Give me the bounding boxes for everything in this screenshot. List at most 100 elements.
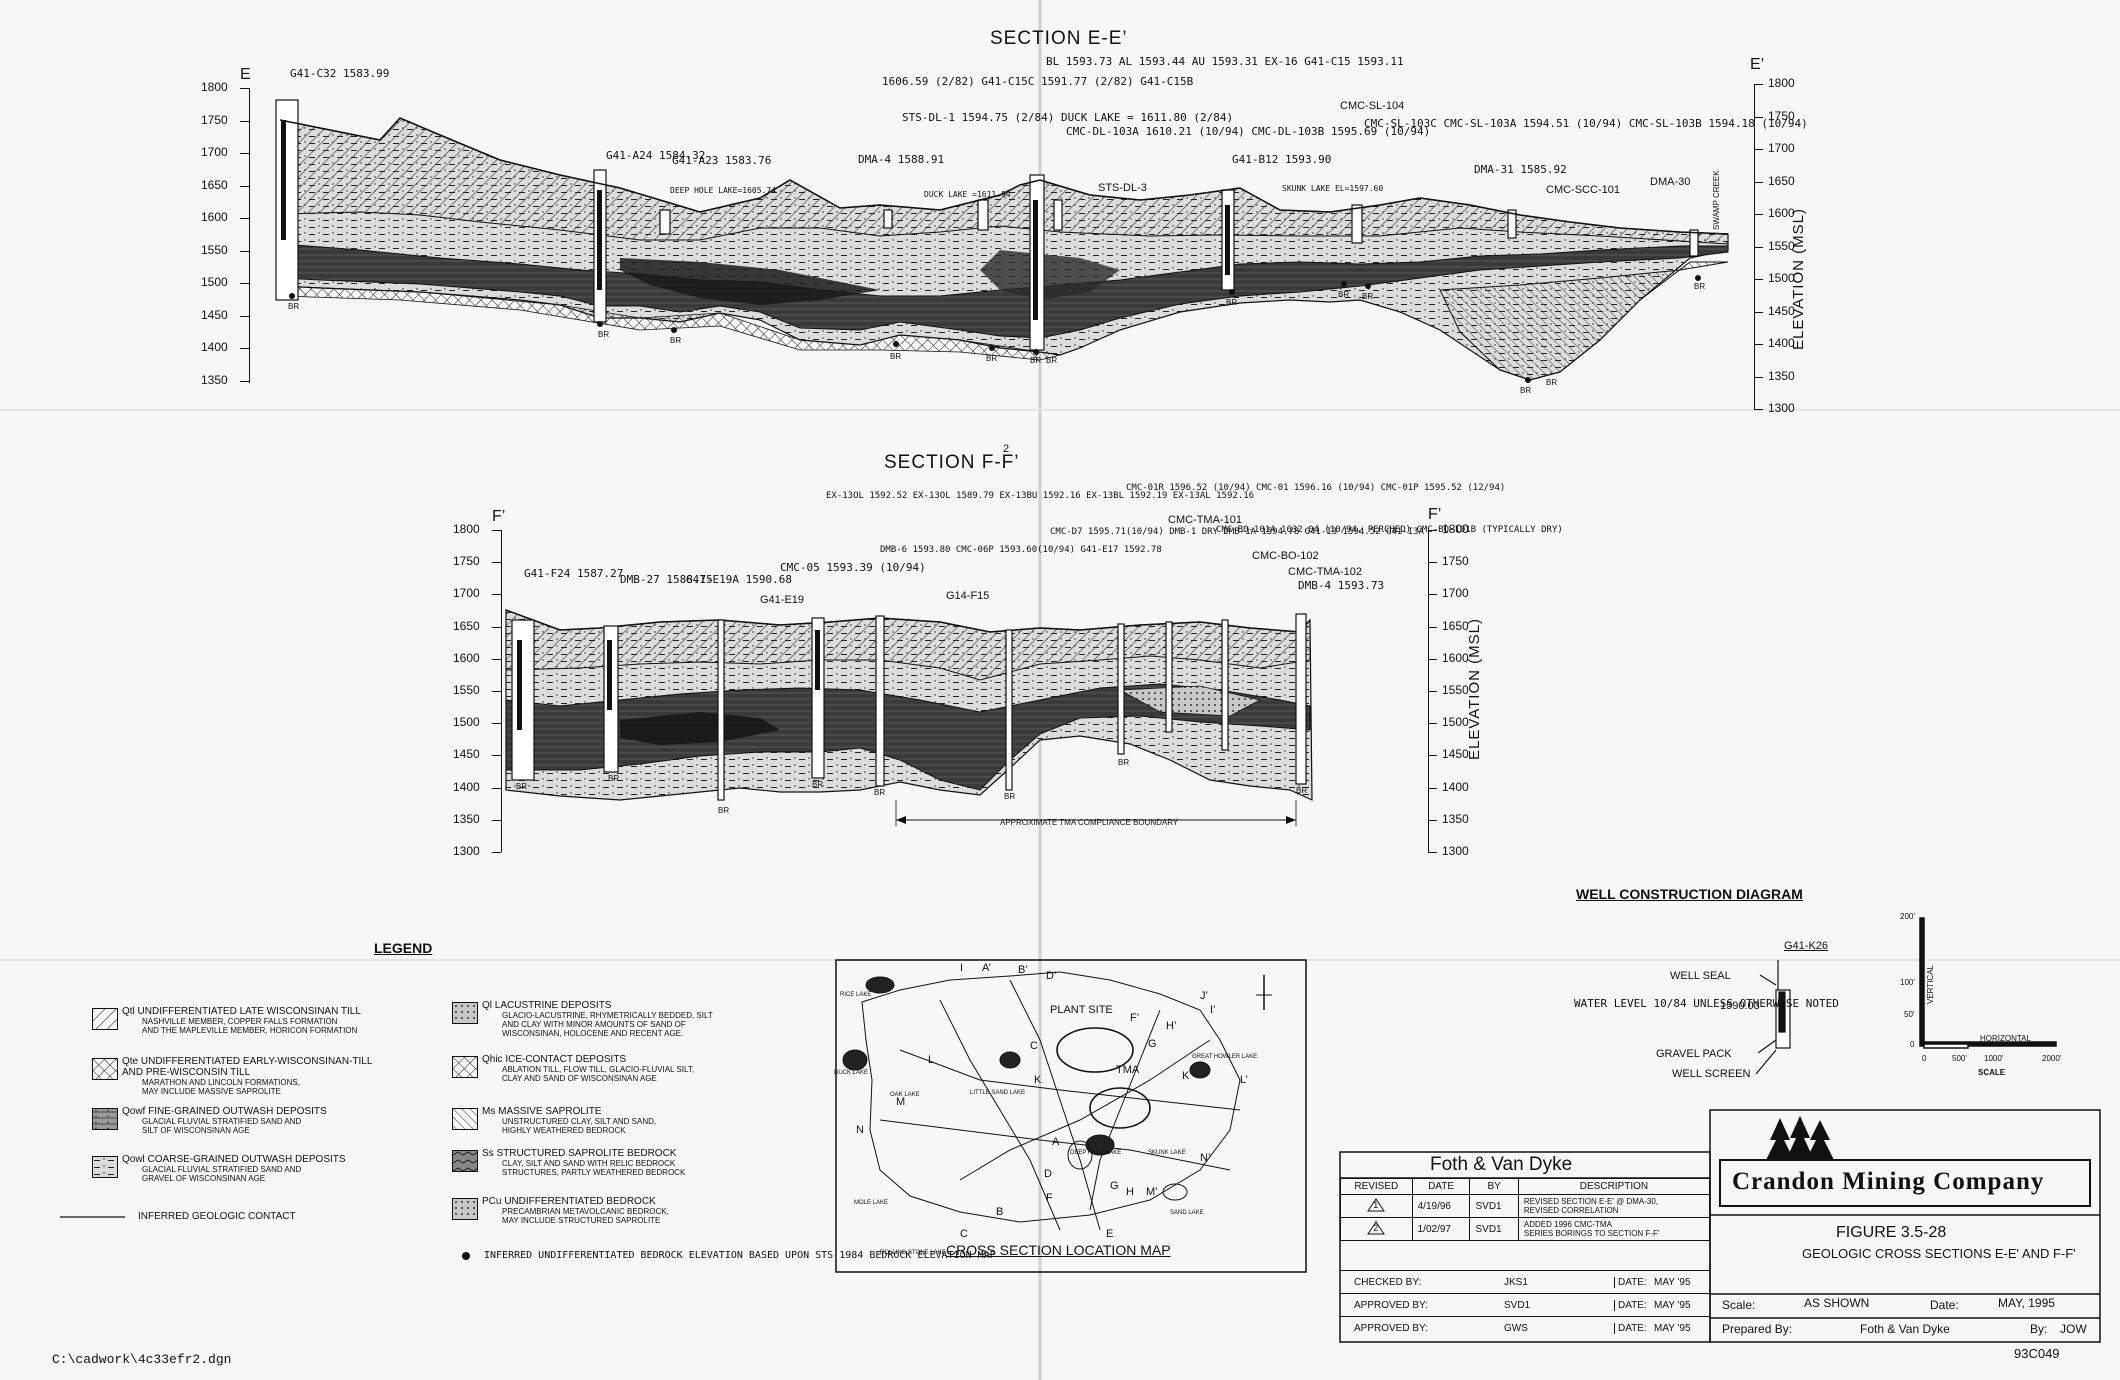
tma-compliance-boundary: APPROXIMATE TMA COMPLIANCE BOUNDARY xyxy=(1000,818,1179,827)
well-cmc-01-group: CMC-01R 1596.52 (10/94) CMC-01 1596.16 (… xyxy=(1126,483,1506,493)
rev-header: BY xyxy=(1469,1178,1519,1195)
well-seal-label: WELL SEAL xyxy=(1670,970,1731,982)
section-ee-left-label: E xyxy=(240,66,251,83)
well-bl-group: BL 1593.73 AL 1593.44 AU 1593.31 EX-16 G… xyxy=(1046,55,1404,68)
legend-item-qte: Qte UNDIFFERENTIATED EARLY-WISCONSINAN-T… xyxy=(122,1056,373,1078)
approved-by-label-1: APPROVED BY: xyxy=(1354,1299,1428,1311)
ee-right-tick xyxy=(1754,149,1763,150)
legend-item-desc: GLACIAL FLUVIAL STRATIFIED SAND AND SILT… xyxy=(142,1117,302,1135)
well-dma-4: DMA-4 1588.91 xyxy=(858,153,945,166)
ee-left-tick-label: 1450 xyxy=(201,307,228,322)
br-label: BR xyxy=(1004,792,1016,801)
ff-right-tick xyxy=(1428,594,1437,596)
ff-right-tick xyxy=(1428,530,1437,531)
legend-swatch-qtl xyxy=(92,1008,118,1030)
ee-right-tick xyxy=(1754,246,1763,248)
well-dma-31: DMA-31 1585.92 xyxy=(1474,163,1567,176)
ff-right-tick xyxy=(1428,819,1437,821)
ff-left-tick-label: 1750 xyxy=(453,554,480,569)
ee-left-tick xyxy=(240,250,249,252)
scale-v-tick: 50' xyxy=(1904,1010,1915,1019)
well-dmb-27: DMB-27 1588.75 xyxy=(620,573,713,586)
ee-right-tick xyxy=(1754,116,1763,118)
scale-vertical-label: VERTICAL xyxy=(1926,965,1935,1004)
well-diagram-water: WATER LEVEL 10/84 UNLESS OTHERWISE NOTED xyxy=(1574,997,1839,1010)
map-label: N xyxy=(856,1124,864,1136)
ff-right-tick xyxy=(1428,852,1437,853)
well-diagram-elev: 1590.03 xyxy=(1720,1000,1760,1012)
section-ff-left-label: F’ xyxy=(492,508,506,525)
ff-left-tick xyxy=(492,755,501,757)
br-label: BR xyxy=(1520,386,1532,395)
rev-by: SVD1 xyxy=(1469,1217,1519,1241)
ee-left-tick xyxy=(240,315,249,317)
map-lake-label: GREAT HOWLER LAKE xyxy=(1192,1054,1258,1060)
ee-left-tick xyxy=(240,88,249,89)
legend-swatch-ss xyxy=(452,1150,478,1172)
ee-right-tick xyxy=(1754,409,1763,410)
ff-left-tick xyxy=(492,723,501,725)
ff-right-tick-label: 1400 xyxy=(1442,779,1469,794)
map-label: H’ xyxy=(1166,1020,1177,1032)
ff-right-tick-label: 1750 xyxy=(1442,554,1469,569)
well-g41-c32: G41-C32 1583.99 xyxy=(290,67,390,80)
ee-left-tick-label: 1500 xyxy=(201,275,228,289)
ff-left-tick xyxy=(492,852,501,853)
ee-left-tick-label: 1350 xyxy=(201,372,228,387)
map-label: TMA xyxy=(1116,1064,1140,1076)
ee-left-axis xyxy=(210,88,250,388)
approval-rows: CHECKED BY: JKS1 DATE: MAY '95 APPROVED … xyxy=(1340,1270,1710,1339)
scale-v-tick: 0 xyxy=(1910,1040,1915,1049)
map-label: G xyxy=(1110,1180,1119,1192)
rev-header: REVISED xyxy=(1340,1178,1413,1195)
gravel-pack-label: GRAVEL PACK xyxy=(1656,1048,1732,1060)
map-label: J’ xyxy=(1200,990,1208,1002)
prepared-value: Foth & Van Dyke xyxy=(1860,1322,1950,1336)
rev-date: 4/19/96 xyxy=(1411,1194,1471,1218)
br-label: BR xyxy=(516,782,528,791)
ee-left-tick xyxy=(240,380,249,382)
well-dmb-4: DMB-4 1593.73 xyxy=(1298,579,1385,592)
checked-by-name: JKS1 xyxy=(1504,1276,1528,1288)
legend-item-desc: MARATHON AND LINCOLN FORMATIONS, MAY INC… xyxy=(142,1078,300,1096)
checked-date: MAY '95 xyxy=(1654,1276,1691,1288)
map-lake-label: OAK LAKE xyxy=(890,1092,920,1098)
map-label: D xyxy=(1044,1168,1052,1180)
ff-right-tick-label: 1700 xyxy=(1442,586,1469,601)
br-label: BR xyxy=(812,780,824,789)
well-g41-a24: G41-A24 1584.32 xyxy=(606,149,706,162)
well-g41-c15c: 1606.59 (2/82) G41-C15C 1591.77 (2/82) G… xyxy=(882,75,1194,88)
date-label: Date: xyxy=(1930,1298,1959,1312)
ff-left-tick-label: 1700 xyxy=(453,586,480,601)
map-lake-label: MOLE LAKE xyxy=(854,1200,889,1206)
ff-right-tick xyxy=(1428,691,1437,692)
ee-left-tick-label: 1600 xyxy=(201,210,228,224)
ff-left-tick-label: 1400 xyxy=(453,779,480,794)
map-lake-label: RICE LAKE xyxy=(840,992,872,998)
well-cmc-scc-101: CMC-SCC-101 xyxy=(1546,184,1620,196)
by-label: By: xyxy=(2030,1322,2048,1336)
legend-item-ss: Ss STRUCTURED SAPROLITE BEDROCK xyxy=(482,1148,677,1159)
ee-right-tick-label: 1750 xyxy=(1768,108,1795,123)
ee-right-tick xyxy=(1754,279,1763,280)
scale-v-tick: 100' xyxy=(1900,978,1915,987)
br-label: BR xyxy=(608,774,620,783)
ee-right-tick xyxy=(1754,376,1763,378)
scale-bar-drawing xyxy=(1919,917,2057,1049)
ff-left-tick xyxy=(492,594,501,596)
approved-by-label-2: APPROVED BY: xyxy=(1354,1322,1428,1334)
map-label: L’ xyxy=(1240,1074,1248,1086)
well-g41-e19a: G41-E19A 1590.68 xyxy=(686,573,792,586)
ff-right-tick-label: 1800 xyxy=(1442,522,1469,536)
well-cmc-d7-group: CMC-D7 1595.71(10/94) DMB-1 DRY DMB-1A 1… xyxy=(1050,527,1424,537)
legend-swatch-ms xyxy=(452,1108,478,1130)
map-label: I’ xyxy=(1210,1004,1216,1016)
br-label: BR xyxy=(1338,290,1350,299)
ff-left-axis xyxy=(462,530,502,860)
legend-swatch-qowf xyxy=(92,1108,118,1130)
br-label: BR xyxy=(1030,356,1042,365)
well-g41-b12: G41-B12 1593.90 xyxy=(1232,153,1332,166)
ff-right-tick-label: 1500 xyxy=(1442,715,1469,730)
legend-item-pcu: PCu UNDIFFERENTIATED BEDROCK xyxy=(482,1196,656,1207)
